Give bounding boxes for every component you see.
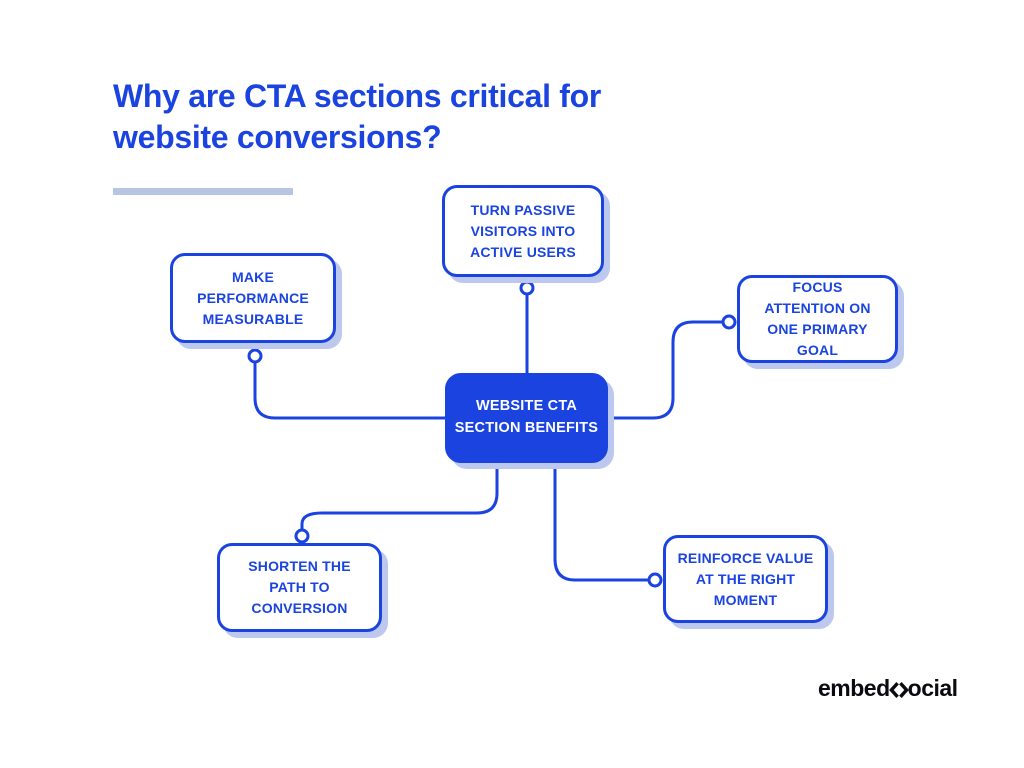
node-center-website-cta-benefits: WEBSITE CTA SECTION BENEFITS <box>445 373 608 463</box>
connector-dot-left <box>247 348 263 364</box>
node-shorten-path-conversion: SHORTEN THE PATH TO CONVERSION <box>217 543 382 632</box>
connector-bottom-right <box>553 461 649 582</box>
logo-text-prefix: embed <box>818 675 890 701</box>
node-focus-attention-goal: FOCUS ATTENTION ON ONE PRIMARY GOAL <box>737 275 898 363</box>
node-turn-passive-visitors: TURN PASSIVE VISITORS INTO ACTIVE USERS <box>442 185 604 277</box>
code-diamond-icon <box>888 680 909 700</box>
logo-text-suffix: ocial <box>907 675 958 701</box>
connector-dot-bottom-left <box>294 528 310 544</box>
node-make-performance-measurable: MAKE PERFORMANCE MEASURABLE <box>170 253 336 343</box>
connector-right <box>607 320 723 420</box>
connector-left <box>253 359 447 420</box>
embedsocial-logo: embed ocial <box>818 675 958 702</box>
connector-bottom-left <box>300 461 499 530</box>
connector-dot-top <box>519 280 535 296</box>
title-underline <box>113 188 293 195</box>
connector-dot-right <box>721 314 737 330</box>
connector-dot-bottom-right <box>647 572 663 588</box>
node-reinforce-value-moment: REINFORCE VALUE AT THE RIGHT MOMENT <box>663 535 828 623</box>
page-title: Why are CTA sections critical for websit… <box>113 78 602 155</box>
